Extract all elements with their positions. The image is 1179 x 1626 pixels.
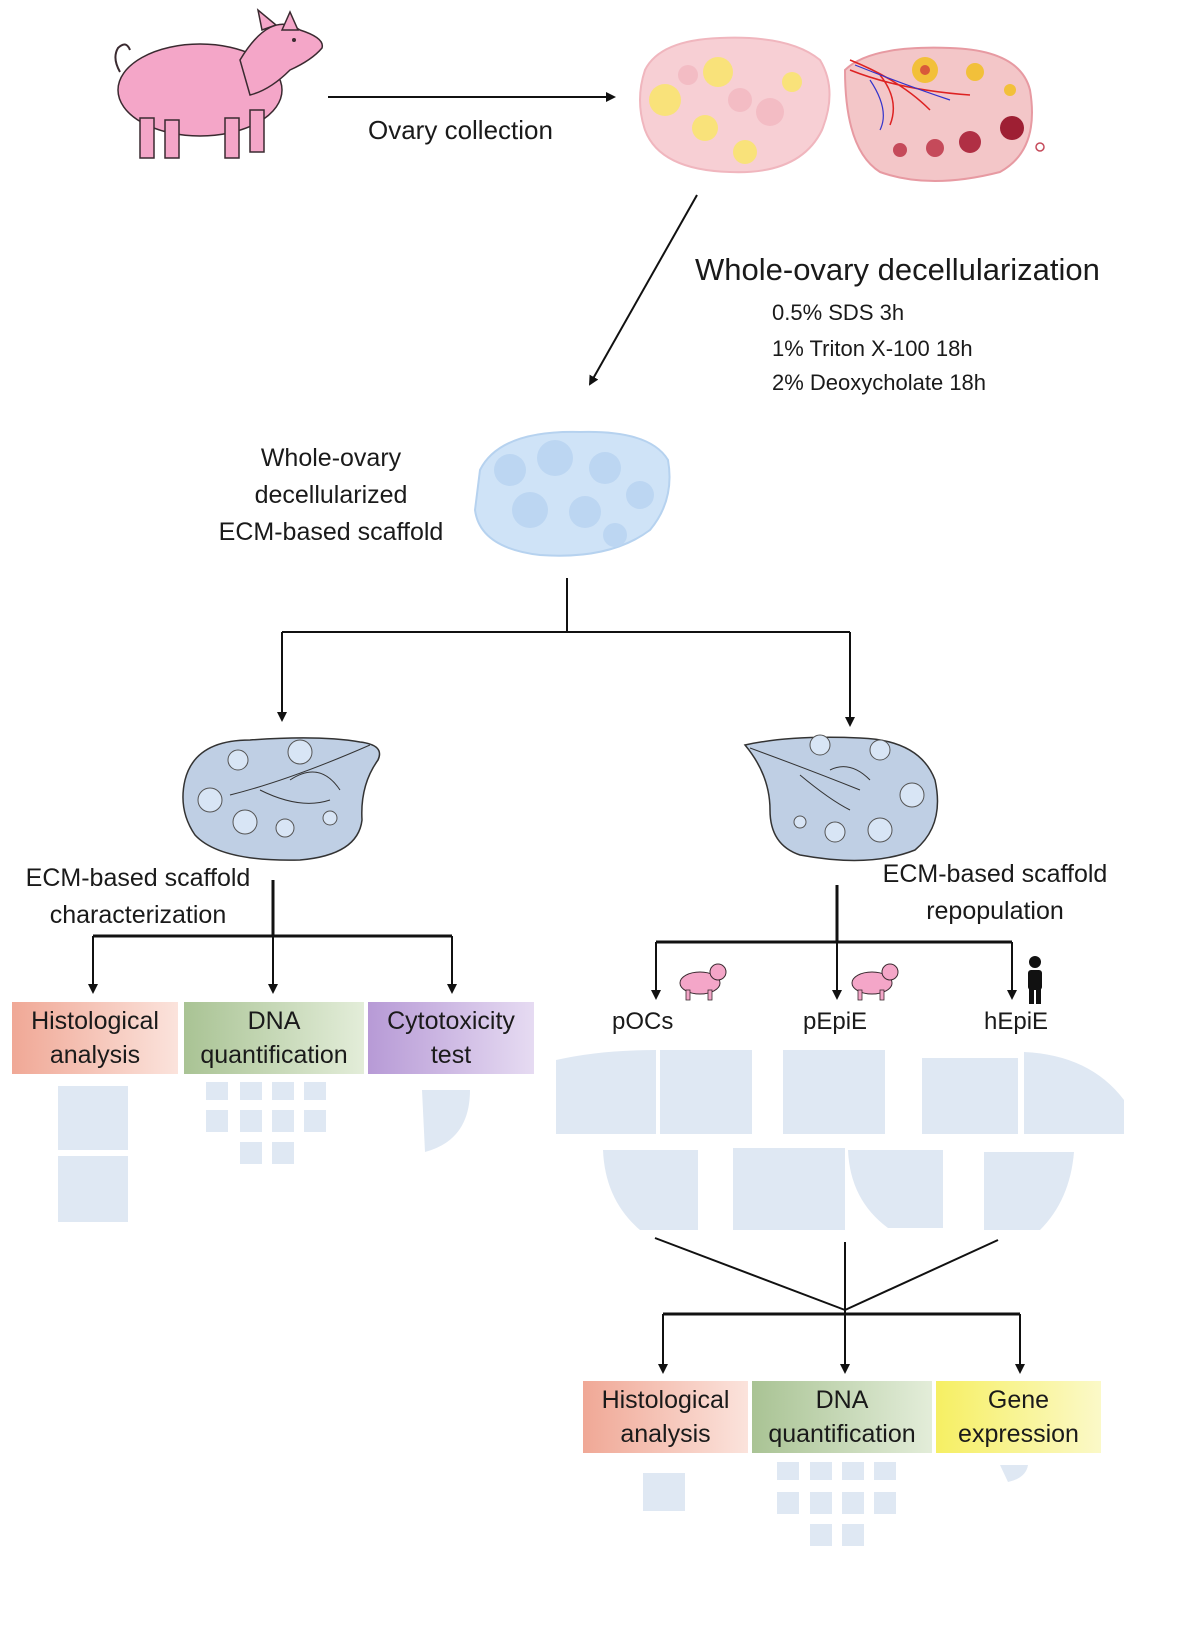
decellularization-title: Whole-ovary decellularization (695, 252, 1100, 287)
cell-label-pepie: pEpiE (803, 1008, 868, 1035)
ovary-scaffold-right (743, 734, 939, 862)
cell-label-hepie: hEpiE (984, 1008, 1049, 1035)
ovary-icon (639, 36, 1045, 182)
histology-label-right: Histological analysis (601, 1386, 730, 1448)
repopulation-title-line: repopulation (926, 897, 1064, 925)
ovary-scaffold-left (182, 737, 381, 861)
pig-icon-pepie (851, 963, 899, 1001)
histology-box-right (583, 1381, 748, 1453)
histology-box-left (12, 1002, 178, 1074)
dna-box-right (752, 1381, 932, 1453)
human-icon (1028, 956, 1042, 1004)
dna-label-right: DNA quantification (768, 1386, 916, 1448)
cytotoxicity-box (368, 1002, 534, 1074)
gene-expression-label: Gene expression (958, 1386, 1079, 1448)
cytotoxicity-label: Cytotoxicity test (387, 1007, 515, 1069)
sample-tiles-right (556, 1050, 1124, 1230)
decellularized-scaffold-icon (473, 430, 671, 557)
sample-tiles-left (58, 1082, 470, 1222)
dna-label-left: DNA quantification (200, 1007, 348, 1069)
scaffold-label-line: Whole-ovary (260, 444, 402, 472)
ovary-collection-label: Ovary collection (368, 115, 553, 145)
characterization-title-line: characterization (49, 901, 227, 929)
decell-step: 2% Deoxycholate 18h (772, 370, 987, 395)
characterization-title-line: ECM-based scaffold (25, 864, 251, 892)
gene-expression-box (936, 1381, 1101, 1453)
decell-step: 0.5% SDS 3h (772, 300, 905, 325)
repopulation-title-line: ECM-based scaffold (882, 860, 1108, 888)
dna-box-left (184, 1002, 364, 1074)
histology-label-left: Histological analysis (31, 1007, 159, 1069)
scaffold-label-line: decellularized (254, 481, 408, 509)
scaffold-label-line: ECM-based scaffold (218, 518, 444, 546)
decell-step: 1% Triton X-100 18h (772, 336, 973, 361)
cell-label-pocs: pOCs (612, 1008, 674, 1035)
pig-icon (114, 8, 324, 159)
sample-tiles-bottom (643, 1462, 1028, 1546)
pig-icon-pocs (679, 963, 727, 1001)
